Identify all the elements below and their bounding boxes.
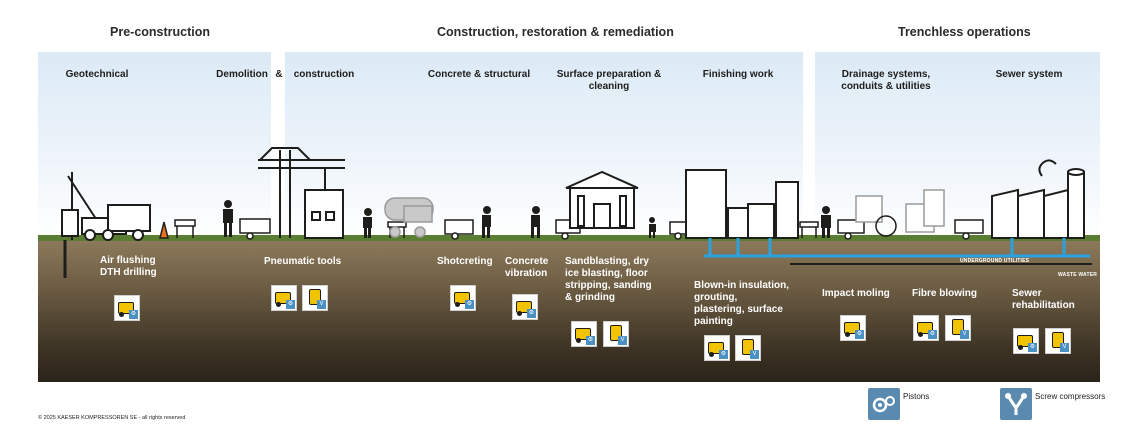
pistons-icon: ⚙ bbox=[855, 330, 864, 339]
app-sandblasting: Sandblasting, dry ice blasting, floor st… bbox=[565, 256, 652, 303]
pistons-icon bbox=[868, 388, 900, 420]
category-ampersand: & bbox=[275, 69, 283, 80]
drainage-houses-illustration bbox=[855, 189, 945, 237]
screw-compressors-icon: V bbox=[1060, 343, 1069, 352]
app-shotcreting: Shotcreting bbox=[437, 256, 493, 267]
compressor-tile-shotcreting[interactable]: ⚙ bbox=[450, 285, 476, 311]
screw-compressors-icon: V bbox=[750, 350, 759, 359]
app-pneumatic-tools: Pneumatic tools bbox=[264, 256, 342, 267]
compressor-tile-sewer-1[interactable]: ⚙ bbox=[1013, 328, 1039, 354]
category-geotechnical: Geotechnical bbox=[65, 69, 129, 80]
compressor-tile-sewer-2[interactable]: V bbox=[1045, 328, 1071, 354]
pistons-icon: ⚙ bbox=[465, 300, 474, 309]
grass-strip bbox=[38, 235, 1100, 241]
app-blown-in: Blown-in insulation, grouting, plasterin… bbox=[694, 280, 789, 327]
buildings-illustration bbox=[685, 169, 799, 239]
compressor-tile-fibre-blowing-1[interactable]: ⚙ bbox=[913, 315, 939, 341]
pistons-icon: ⚙ bbox=[928, 330, 937, 339]
pistons-icon-graphic bbox=[872, 396, 895, 413]
category-sewer-system: Sewer system bbox=[995, 69, 1063, 80]
pistons-icon: ⚙ bbox=[129, 310, 138, 319]
app-sewer-rehab: Sewer rehabilitation bbox=[1012, 288, 1075, 311]
screw-compressors-icon: V bbox=[960, 330, 969, 339]
screw-compressors-icon: V bbox=[618, 336, 627, 345]
screw-compressors-icon: V bbox=[317, 300, 326, 309]
compressor-tile-sandblasting-2[interactable]: V bbox=[603, 321, 629, 347]
legend-screw-compressors-label: Screw compressors bbox=[1035, 392, 1106, 401]
compressor-tile-blown-in-1[interactable]: ⚙ bbox=[704, 335, 730, 361]
compressor-tile-pneumatic-2[interactable]: V bbox=[302, 285, 328, 311]
compressor-tile-impact-moling[interactable]: ⚙ bbox=[840, 315, 866, 341]
category-drainage: Drainage systems, conduits & utilities bbox=[841, 69, 931, 92]
category-concrete-structural: Concrete & structural bbox=[427, 69, 531, 80]
compressor-tile-pneumatic-1[interactable]: ⚙ bbox=[271, 285, 297, 311]
factory-illustration bbox=[991, 159, 1085, 239]
pistons-icon: ⚙ bbox=[719, 350, 728, 359]
screw-compressors-icon bbox=[1000, 388, 1032, 420]
legend-pistons-label: Pistons bbox=[903, 392, 930, 401]
category-finishing-work: Finishing work bbox=[702, 69, 774, 80]
pistons-icon: ⚙ bbox=[286, 300, 295, 309]
category-demolition: Demolition bbox=[216, 69, 268, 80]
section-title-trenchless: Trenchless operations bbox=[898, 25, 1031, 39]
temple-illustration bbox=[565, 170, 639, 229]
copyright-notice: © 2025 KAESER KOMPRESSOREN SE - all righ… bbox=[38, 415, 186, 421]
screw-compressors-icon-graphic bbox=[1005, 393, 1027, 415]
compressor-tile-concrete-vibration[interactable]: ⚙ bbox=[512, 294, 538, 320]
crane-illustration bbox=[258, 147, 345, 239]
section-title-pre-construction: Pre-construction bbox=[110, 25, 211, 39]
drill-rig-illustration bbox=[61, 172, 151, 241]
sky-panel-pre-construction bbox=[38, 52, 271, 238]
pistons-icon: ⚙ bbox=[586, 336, 595, 345]
app-fibre-blowing: Fibre blowing bbox=[912, 288, 977, 299]
underground-utilities-label: UNDERGROUND UTILITIES bbox=[960, 258, 1030, 264]
waste-water-label: WASTE WATER bbox=[1058, 272, 1098, 278]
compressor-tile-blown-in-2[interactable]: V bbox=[735, 335, 761, 361]
app-concrete-vibration: Concrete vibration bbox=[505, 256, 549, 279]
category-surface-preparation: Surface preparation & cleaning bbox=[556, 69, 662, 92]
category-construction: construction bbox=[293, 69, 355, 80]
compressor-tile-fibre-blowing-2[interactable]: V bbox=[945, 315, 971, 341]
mixer-truck-illustration bbox=[384, 197, 434, 238]
pistons-icon: ⚙ bbox=[527, 309, 536, 318]
barrier-illustration bbox=[159, 219, 819, 239]
section-title-construction: Construction, restoration & remediation bbox=[437, 25, 674, 39]
worker-figures bbox=[223, 200, 831, 238]
compressor-tile-air-flushing[interactable]: ⚙ bbox=[114, 295, 140, 321]
compressor-tile-sandblasting-1[interactable]: ⚙ bbox=[571, 321, 597, 347]
app-air-flushing: Air flushing DTH drilling bbox=[100, 255, 157, 278]
pistons-icon: ⚙ bbox=[1028, 343, 1037, 352]
utility-pipes bbox=[704, 238, 1090, 258]
app-impact-moling: Impact moling bbox=[822, 288, 890, 299]
